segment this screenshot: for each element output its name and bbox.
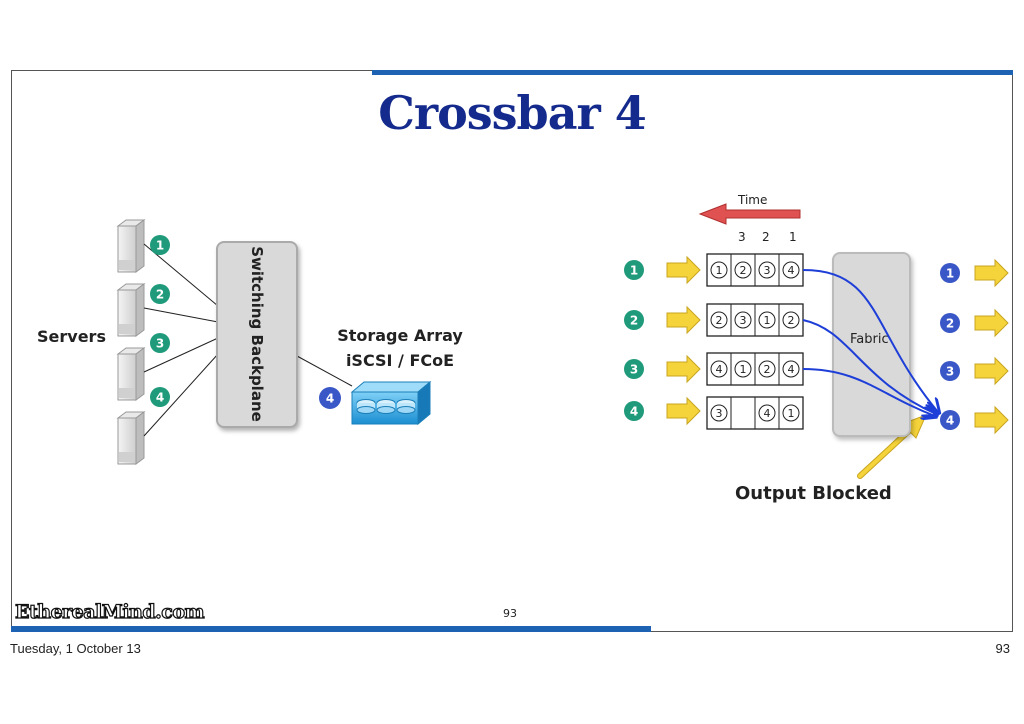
storage-badge: 4	[319, 387, 341, 409]
svg-text:1: 1	[156, 239, 164, 253]
input-arrow-2	[666, 305, 701, 335]
server-rack-4	[116, 411, 146, 465]
server-badge-1: 1	[150, 235, 170, 255]
svg-text:2: 2	[740, 264, 747, 277]
input-badge-2: 2	[624, 310, 644, 330]
server-badge-3: 3	[150, 333, 170, 353]
svg-text:4: 4	[788, 264, 795, 277]
svg-text:4: 4	[788, 363, 795, 376]
svg-text:1: 1	[946, 267, 954, 281]
input-arrow-4	[666, 396, 701, 426]
column-label-3: 3	[738, 230, 746, 244]
svg-text:4: 4	[156, 391, 164, 405]
input-badge-4: 4	[624, 401, 644, 421]
output-badge-1: 1	[940, 263, 960, 283]
server-badge-4: 4	[150, 387, 170, 407]
top-accent-bar	[372, 70, 1013, 75]
svg-text:2: 2	[716, 314, 723, 327]
svg-text:4: 4	[946, 414, 954, 428]
svg-text:1: 1	[716, 264, 723, 277]
output-arrow-3	[974, 356, 1009, 386]
time-arrow	[698, 203, 801, 225]
bottom-accent-bar	[11, 626, 651, 632]
slide-number: 93	[503, 607, 517, 620]
output-arrow-2	[974, 308, 1009, 338]
time-label: Time	[738, 193, 768, 207]
servers-label: Servers	[37, 327, 106, 346]
storage-label-line1: Storage Array	[337, 326, 463, 345]
output-blocked-label: Output Blocked	[735, 483, 892, 504]
svg-text:2: 2	[764, 363, 771, 376]
storage-label: Storage Array iSCSI / FCoE	[330, 323, 470, 373]
server-links	[143, 243, 353, 437]
column-label-2: 2	[762, 230, 770, 244]
column-label-1: 1	[789, 230, 797, 244]
storage-label-line2: iSCSI / FCoE	[345, 351, 455, 370]
input-arrows	[666, 255, 701, 426]
svg-text:2: 2	[946, 317, 954, 331]
svg-text:3: 3	[716, 407, 723, 420]
output-badge-4: 4	[940, 410, 960, 430]
svg-text:2: 2	[788, 314, 795, 327]
footer-page-number: 93	[995, 641, 1010, 656]
switching-backplane	[216, 241, 298, 428]
storage-array-icon	[350, 380, 432, 426]
backplane-label: Switching Backplane	[248, 246, 266, 422]
output-badge-2: 2	[940, 313, 960, 333]
brand-logo: EtherealMind.com	[14, 600, 205, 623]
output-arrow-1	[974, 258, 1009, 288]
svg-text:1: 1	[764, 314, 771, 327]
svg-text:4: 4	[764, 407, 771, 420]
server-rack-1	[116, 219, 146, 273]
input-arrow-1	[666, 255, 701, 285]
slide-title: Crossbar 4	[378, 86, 647, 140]
svg-text:1: 1	[740, 363, 747, 376]
queue-row-2: 2 3 1 2	[706, 303, 804, 337]
output-arrow-4	[974, 405, 1009, 435]
server-rack-3	[116, 347, 146, 401]
output-badge-3: 3	[940, 361, 960, 381]
queue-row-1: 1 2 3 4	[706, 253, 804, 287]
svg-text:3: 3	[630, 363, 638, 377]
svg-text:2: 2	[630, 314, 638, 328]
queue-row-4: 3 4 1	[706, 396, 804, 430]
svg-text:3: 3	[946, 365, 954, 379]
server-rack-2	[116, 283, 146, 337]
svg-text:4: 4	[630, 405, 638, 419]
svg-text:3: 3	[740, 314, 747, 327]
svg-text:1: 1	[788, 407, 795, 420]
svg-text:4: 4	[716, 363, 723, 376]
footer-date: Tuesday, 1 October 13	[10, 641, 141, 656]
fabric-label: Fabric	[850, 332, 889, 347]
input-badge-3: 3	[624, 359, 644, 379]
input-arrow-3	[666, 354, 701, 384]
svg-text:3: 3	[764, 264, 771, 277]
input-badge-1: 1	[624, 260, 644, 280]
svg-text:2: 2	[156, 288, 164, 302]
svg-text:4: 4	[326, 392, 334, 406]
queue-row-3: 4 1 2 4	[706, 352, 804, 386]
svg-text:1: 1	[630, 264, 638, 278]
output-arrows	[974, 258, 1009, 435]
svg-text:3: 3	[156, 337, 164, 351]
server-badge-2: 2	[150, 284, 170, 304]
